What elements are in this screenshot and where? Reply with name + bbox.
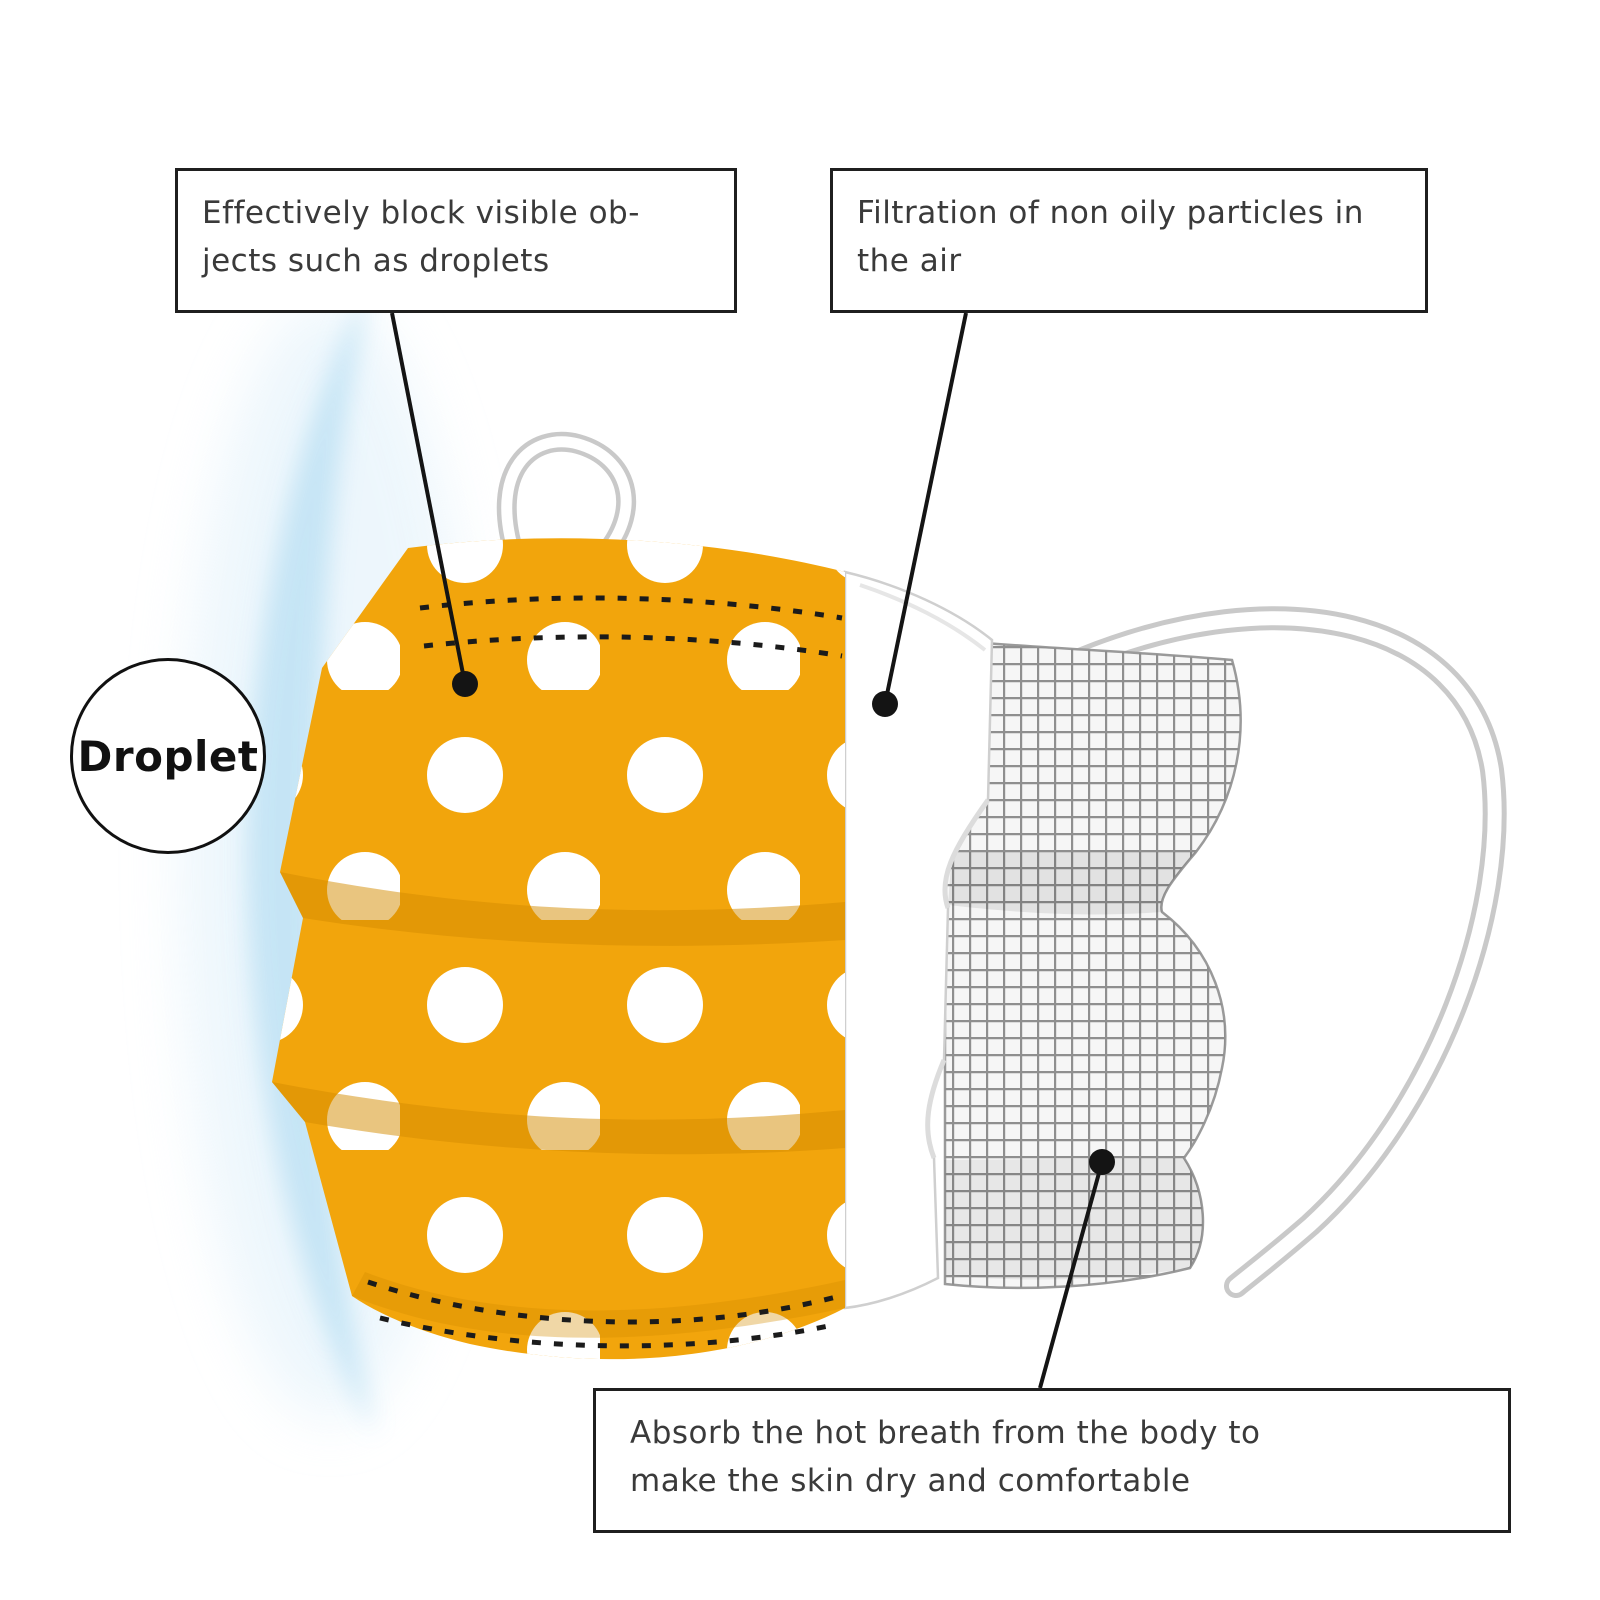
- droplet-label: Droplet: [77, 731, 259, 781]
- callout-box-outer-layer: Effectively block visible ob- jects such…: [175, 168, 737, 313]
- callout-box-mesh-layer: Absorb the hot breath from the body to m…: [593, 1388, 1511, 1533]
- callout-text: Filtration of non oily particles in: [857, 195, 1364, 231]
- callout-text: jects such as droplets: [202, 243, 550, 280]
- middle-layer-fold-line: [942, 798, 991, 909]
- stitch-line-top: [419, 595, 843, 621]
- callout-leaders: [390, 312, 1115, 1389]
- callout-line-middle-layer: [883, 312, 968, 705]
- callout-dot-middle-layer: [872, 691, 898, 717]
- mesh-pleat-shadow: [948, 852, 1196, 915]
- callout-line-outer-layer: [390, 312, 467, 685]
- pleat-shadow-band: [280, 872, 845, 946]
- callout-text: Absorb the hot breath from the body to: [630, 1415, 1261, 1451]
- callout-box-middle-layer: Filtration of non oily particles in the …: [830, 168, 1428, 313]
- mask-mesh-layer: [943, 638, 1242, 1290]
- droplet-badge: Droplet: [70, 658, 266, 854]
- callout-text: Effectively block visible ob-: [202, 195, 640, 231]
- stitch-line-bottom: [379, 1315, 839, 1349]
- middle-layer-fold-line: [859, 583, 987, 652]
- callout-dot-mesh-layer: [1089, 1149, 1115, 1175]
- pleat-shadow-band: [272, 1082, 845, 1155]
- callout-line-mesh-layer: [1038, 1161, 1104, 1389]
- middle-layer-fold-line: [925, 1059, 947, 1159]
- mask-middle-layer: [843, 570, 994, 1310]
- mesh-pleat-shadow: [944, 1158, 1203, 1280]
- callout-dot-outer-layer: [452, 671, 478, 697]
- callout-text: the air: [857, 243, 962, 280]
- ear-loop-top: [496, 431, 637, 566]
- ear-loop-right: [1068, 606, 1507, 1298]
- mask-outer-layer: [272, 538, 845, 1360]
- callout-text: make the skin dry and comfortable: [630, 1463, 1191, 1500]
- polka-dot-pattern: [272, 538, 845, 1360]
- pleat-shadow-band: [352, 1272, 845, 1338]
